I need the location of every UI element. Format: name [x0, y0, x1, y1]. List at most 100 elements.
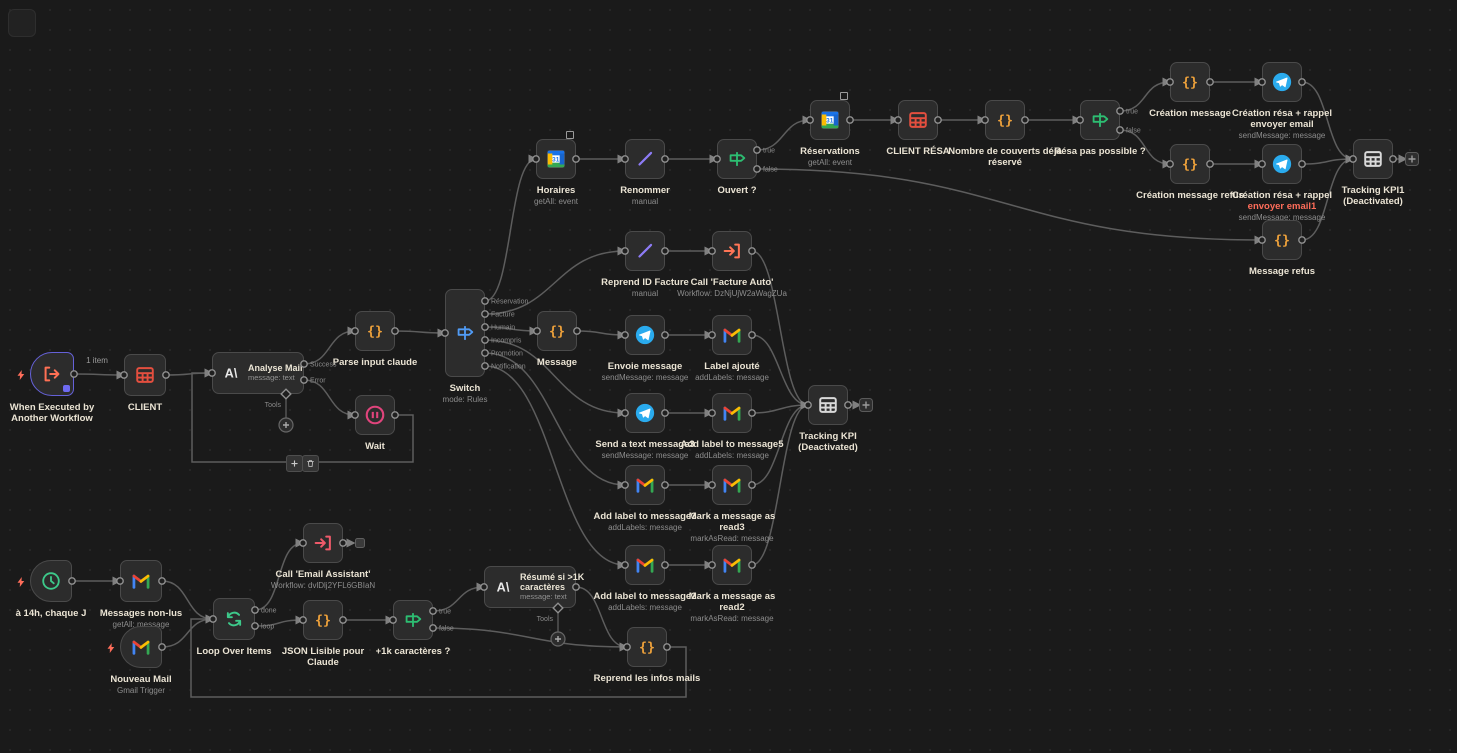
switch-icon — [454, 322, 476, 344]
node-read3[interactable] — [712, 465, 752, 505]
edge-trigger_exec-to-client — [73, 370, 126, 380]
gmail-icon — [634, 554, 656, 576]
svg-text:{}: {} — [315, 614, 331, 629]
node-label-creamsgrefus: Création message refus — [1136, 190, 1244, 201]
node-label-message: Message — [536, 357, 578, 368]
node-reprendid[interactable] — [625, 231, 665, 271]
trigger-bolt-icon — [15, 368, 27, 380]
gmail-icon — [130, 570, 152, 592]
node-kpi[interactable] — [808, 385, 848, 425]
node-message[interactable]: {} — [537, 311, 577, 351]
gmail-icon — [721, 402, 743, 424]
gmail-icon — [634, 474, 656, 496]
ai-icon: A\ — [492, 576, 514, 598]
node-addlabel5[interactable] — [712, 393, 752, 433]
edge-labelajoute-to-kpi — [751, 334, 810, 410]
node-nonlus[interactable] — [120, 560, 162, 602]
node-sched[interactable] — [30, 560, 72, 602]
svg-text:{}: {} — [639, 641, 655, 656]
node-creresa2[interactable] — [1262, 144, 1302, 184]
node-client[interactable] — [124, 354, 166, 396]
node-envoie[interactable] — [625, 315, 665, 355]
node-wait[interactable] — [355, 395, 395, 435]
node-couverts[interactable]: {} — [985, 100, 1025, 140]
telegram-icon — [1271, 153, 1293, 175]
node-nouveaumail[interactable] — [120, 626, 162, 668]
node-send3[interactable] — [625, 393, 665, 433]
node-read2[interactable] — [712, 545, 752, 585]
node-label-plus1k: +1k caractères ? — [375, 646, 451, 657]
node-renommer[interactable] — [625, 139, 665, 179]
node-loop[interactable] — [213, 598, 255, 640]
node-label-wait: Wait — [365, 441, 385, 452]
edge-reprendinfos-to-loop — [190, 614, 687, 698]
delete-edge-button[interactable] — [301, 454, 319, 472]
braces-icon: {} — [1179, 153, 1201, 175]
table-white-icon — [1362, 148, 1384, 170]
node-kpi1[interactable] — [1353, 139, 1393, 179]
node-label-creamsg: Création message — [1149, 108, 1231, 119]
loop-icon — [223, 608, 245, 630]
node-plus1k[interactable] — [393, 600, 433, 640]
node-addlabel3[interactable] — [625, 465, 665, 505]
node-jsonlisible[interactable]: {} — [303, 600, 343, 640]
node-parse[interactable]: {} — [355, 311, 395, 351]
call-orange-icon — [721, 240, 743, 262]
add-node-on-edge-button[interactable] — [285, 454, 303, 472]
node-label-msgrefus: Message refus — [1248, 266, 1316, 277]
edge-analyse-to-wait — [303, 379, 357, 420]
node-msgrefus[interactable]: {} — [1262, 220, 1302, 260]
svg-text:{}: {} — [997, 114, 1013, 129]
node-callemail[interactable] — [303, 523, 343, 563]
canvas-corner-tile — [8, 9, 36, 37]
trigger-bolt-icon — [15, 575, 27, 587]
pause-icon — [364, 404, 386, 426]
node-reprendinfos[interactable]: {} — [627, 627, 667, 667]
node-label-kpi1: Tracking KPI1(Deactivated) — [1341, 185, 1405, 208]
node-badge — [63, 385, 70, 392]
node-callfacture[interactable] — [712, 231, 752, 271]
svg-text:{}: {} — [549, 325, 565, 340]
telegram-icon — [1271, 71, 1293, 93]
node-label-clientresa: CLIENT RÉSA — [886, 146, 950, 157]
node-labelajoute[interactable] — [712, 315, 752, 355]
node-creamsg[interactable]: {} — [1170, 62, 1210, 102]
edge-resume-to-reprendinfos — [575, 586, 629, 652]
telegram-icon — [634, 324, 656, 346]
node-addlabel2[interactable] — [625, 545, 665, 585]
edge-msgrefus-to-kpi1 — [1301, 154, 1355, 241]
node-label-ouvert: Ouvert ? — [717, 185, 757, 196]
node-creamsgrefus[interactable]: {} — [1170, 144, 1210, 184]
edge-plus1k-to-reprendinfos — [432, 627, 629, 652]
node-trigger_exec[interactable] — [30, 352, 74, 396]
node-resapas[interactable] — [1080, 100, 1120, 140]
edge-ouvert-to-reservations — [756, 115, 812, 151]
node-switch[interactable] — [445, 289, 485, 377]
node-label-reprendinfos: Reprend les infos mails — [593, 673, 701, 684]
node-ouvert[interactable] — [717, 139, 757, 179]
edge-switch-to-send3 — [484, 339, 627, 418]
clock-icon — [40, 570, 62, 592]
edge-loop-to-jsonlisible — [254, 615, 305, 627]
node-creresa1[interactable] — [1262, 62, 1302, 102]
edge-loop-to-callemail — [254, 538, 305, 611]
edge-switch-to-reprendid — [484, 246, 627, 315]
node-reservations[interactable]: 31 — [810, 92, 850, 140]
node-clientresa[interactable] — [898, 100, 938, 140]
node-horaires[interactable]: 31 — [536, 131, 576, 179]
edge-ouvert-to-msgrefus — [756, 168, 1264, 245]
